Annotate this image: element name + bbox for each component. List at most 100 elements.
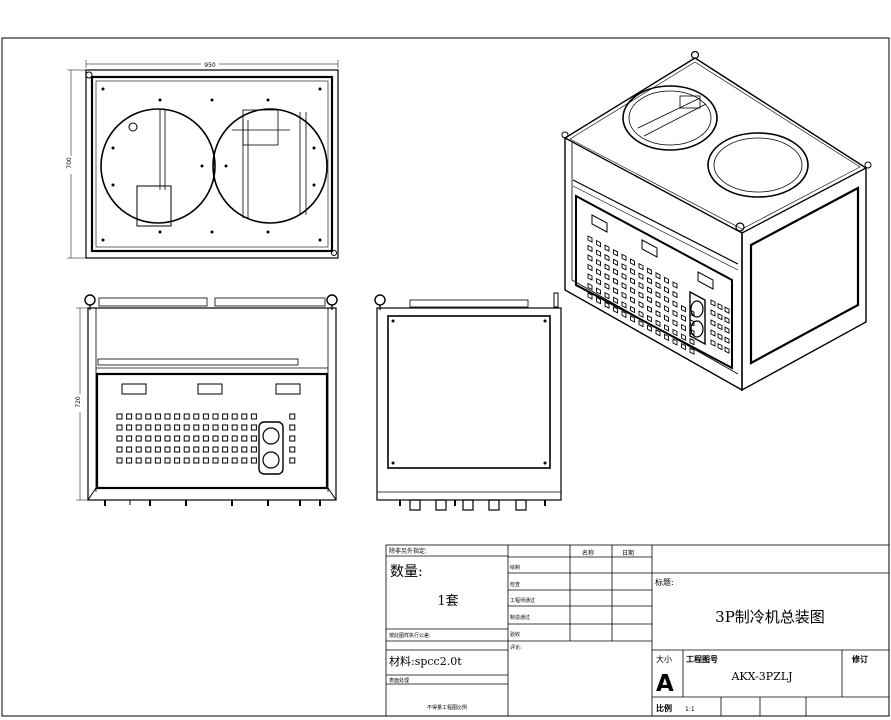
vent-slot xyxy=(596,296,601,305)
vent-slot xyxy=(655,281,661,290)
vent-slot xyxy=(689,309,695,317)
vent-slot xyxy=(164,435,171,442)
vent-slot xyxy=(145,413,152,420)
row-acceptance-label: 验收 xyxy=(510,631,520,638)
vent-slot xyxy=(154,413,161,420)
vent-slot xyxy=(154,457,161,464)
vent-slot xyxy=(231,424,238,431)
vent-slot xyxy=(630,258,635,266)
size-label: 大小 xyxy=(656,654,672,664)
vent-slot xyxy=(655,329,661,337)
vent-slot xyxy=(116,457,123,464)
dimension-front-height: 720 xyxy=(75,396,82,408)
row-comment-label: 评论: xyxy=(510,644,522,651)
vent-slot xyxy=(664,314,669,323)
vent-slot xyxy=(724,306,730,314)
vent-slot xyxy=(689,337,695,346)
vent-slot xyxy=(672,290,678,299)
vent-slot xyxy=(672,309,678,318)
vent-slot xyxy=(630,286,635,295)
vent-slot xyxy=(183,435,190,442)
vent-slot xyxy=(202,446,209,453)
vent-slot xyxy=(638,262,644,271)
vent-slot xyxy=(202,413,209,420)
column-date-header: 日期 xyxy=(622,549,634,557)
vent-slot xyxy=(613,258,618,267)
vent-slot xyxy=(289,413,296,420)
vent-slot xyxy=(681,304,686,313)
title-block xyxy=(385,544,890,717)
vent-slot xyxy=(710,309,716,317)
vent-slot xyxy=(250,457,257,464)
quantity-label: 数量: xyxy=(390,564,423,580)
vent-slot xyxy=(231,446,238,453)
vent-slot xyxy=(116,435,123,442)
vent-slot xyxy=(664,324,669,332)
vent-slot xyxy=(613,249,618,257)
vent-slot xyxy=(183,413,190,420)
vent-slot xyxy=(621,253,627,262)
vent-slot xyxy=(604,291,610,300)
vent-slot xyxy=(689,328,695,336)
row-checked-label: 检查 xyxy=(510,581,520,588)
vent-slot xyxy=(717,332,723,341)
vent-slot xyxy=(596,277,601,286)
vent-slot xyxy=(664,276,669,285)
dimension-top-width: 950 xyxy=(204,62,216,69)
vent-slot xyxy=(587,244,593,253)
vent-slot xyxy=(630,305,635,314)
vent-slot xyxy=(231,413,238,420)
side-view xyxy=(374,292,562,511)
vent-slot xyxy=(587,263,593,272)
vent-slot xyxy=(212,457,219,464)
surface-treatment-label: 表面处理 xyxy=(389,677,409,684)
vent-slot xyxy=(638,272,644,280)
vent-slot xyxy=(717,342,723,351)
vent-slot xyxy=(630,267,635,276)
dimension-top-height: 700 xyxy=(66,157,73,169)
vent-slot xyxy=(222,446,229,453)
vent-slot xyxy=(710,299,716,307)
vent-slot xyxy=(621,301,627,309)
vent-slot xyxy=(193,424,200,431)
vent-slot xyxy=(126,413,133,420)
tolerance-note: 按此图样执行公差: xyxy=(389,632,431,639)
vent-slot xyxy=(174,446,181,453)
vent-slot xyxy=(638,291,644,299)
vent-slot xyxy=(724,336,730,344)
vent-slot xyxy=(164,446,171,453)
vent-slot xyxy=(135,435,142,442)
vent-slot xyxy=(587,282,593,291)
vent-slot xyxy=(604,282,610,290)
vent-slot xyxy=(672,300,678,308)
vent-slot xyxy=(621,282,627,290)
vent-slot xyxy=(621,310,627,319)
vent-slot xyxy=(724,316,730,324)
vent-slot xyxy=(596,239,601,248)
vent-slot xyxy=(193,435,200,442)
vent-slot xyxy=(231,435,238,442)
isometric-vent-grid xyxy=(587,235,730,355)
scale-label: 比例 xyxy=(656,703,672,713)
vent-slot xyxy=(672,281,678,289)
vent-slot xyxy=(174,424,181,431)
vent-slot xyxy=(587,235,593,243)
front-vent-grid xyxy=(116,413,296,464)
vent-slot xyxy=(126,435,133,442)
vent-slot xyxy=(655,291,661,299)
vent-slot xyxy=(126,424,133,431)
vent-slot xyxy=(183,446,190,453)
vent-slot xyxy=(604,272,610,281)
vent-slot xyxy=(116,413,123,420)
vent-slot xyxy=(212,413,219,420)
vent-slot xyxy=(655,319,661,328)
vent-slot xyxy=(193,446,200,453)
vent-slot xyxy=(145,435,152,442)
vent-slot xyxy=(126,457,133,464)
vent-slot xyxy=(613,296,618,305)
vent-slot xyxy=(202,424,209,431)
vent-slot xyxy=(717,312,723,321)
vent-slot xyxy=(289,446,296,453)
front-view xyxy=(76,294,338,506)
revision-label: 修订 xyxy=(851,654,868,664)
